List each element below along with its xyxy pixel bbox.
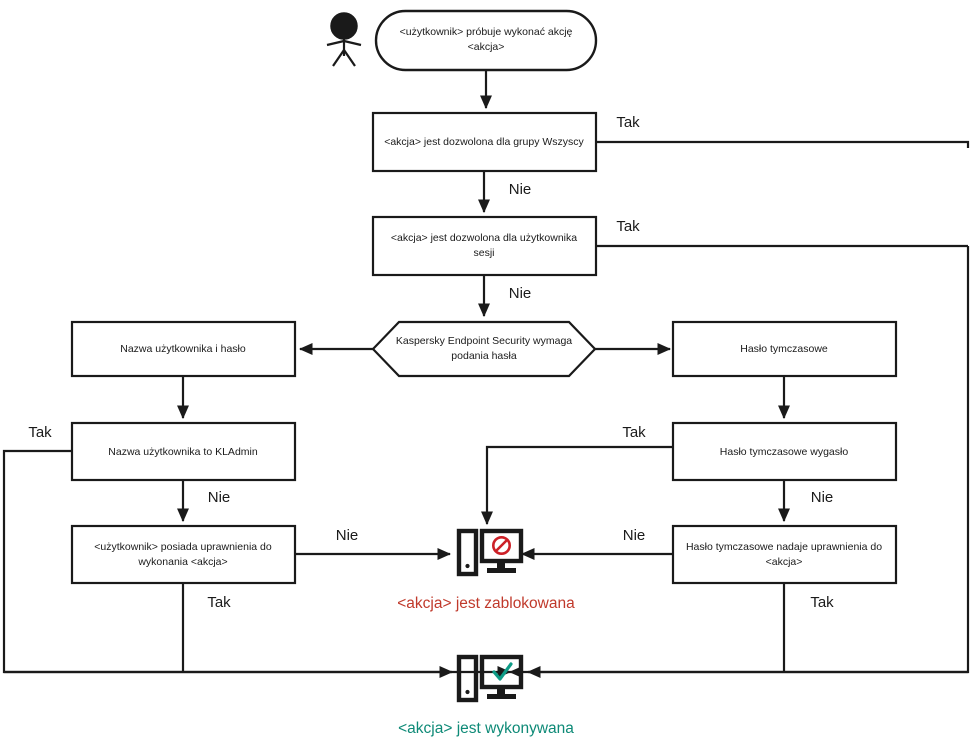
node-password-required-label-line2: podania hasła xyxy=(451,350,517,362)
edge-label-kladmin-no: Nie xyxy=(208,489,231,506)
node-username-and-password[interactable]: Nazwa użytkownika i hasło xyxy=(70,320,297,378)
edge-expired-yes xyxy=(480,445,673,526)
edge-label-session-yes: Tak xyxy=(616,218,640,235)
user-actor-icon xyxy=(326,12,362,67)
edge-label-permission-no: Nie xyxy=(336,527,359,544)
edge-group-yes xyxy=(596,140,970,148)
node-password-required-label-line1: Kaspersky Endpoint Security wymaga xyxy=(396,335,572,347)
node-username-is-kladmin-label: Nazwa użytkownika to KLAdmin xyxy=(108,446,258,458)
node-start[interactable]: <użytkownik> próbuje wykonać akcję <akcj… xyxy=(374,9,598,72)
node-allowed-for-group[interactable]: <akcja> jest dozwolona dla grupy Wszyscy xyxy=(371,111,598,173)
node-session-label-line1: <akcja> jest dozwolona dla użytkownika xyxy=(391,232,577,244)
outcome-blocked-label: <akcja> jest zablokowana xyxy=(397,595,575,612)
node-user-has-permission[interactable]: <użytkownik> posiada uprawnienia do wyko… xyxy=(70,524,297,585)
node-temporary-password-grants[interactable]: Hasło tymczasowe nadaje uprawnienia do <… xyxy=(671,524,898,585)
node-user-has-permission-label-line2: wykonania <akcja> xyxy=(137,556,227,568)
node-session-label-line2: sesji xyxy=(473,247,494,259)
edge-label-grants-yes: Tak xyxy=(810,594,834,611)
node-username-is-kladmin[interactable]: Nazwa użytkownika to KLAdmin xyxy=(70,421,297,482)
edge-label-session-no: Nie xyxy=(509,285,532,302)
computer-allowed-icon xyxy=(456,654,524,703)
node-temporary-password-expired-label: Hasło tymczasowe wygasło xyxy=(720,446,849,458)
node-user-has-permission-label-line1: <użytkownik> posiada uprawnienia do xyxy=(94,541,272,553)
outcome-allowed-label: <akcja> jest wykonywana xyxy=(398,720,574,737)
node-password-required[interactable]: Kaspersky Endpoint Security wymaga podan… xyxy=(371,320,597,378)
node-start-label-line1: <użytkownik> próbuje wykonać akcję xyxy=(400,26,573,38)
edge-label-group-yes: Tak xyxy=(616,114,640,131)
node-temporary-password[interactable]: Hasło tymczasowe xyxy=(671,320,898,378)
node-start-label-line2: <akcja> xyxy=(468,41,505,53)
node-temporary-password-grants-label-line1: Hasło tymczasowe nadaje uprawnienia do xyxy=(686,541,882,553)
node-temporary-password-expired[interactable]: Hasło tymczasowe wygasło xyxy=(671,421,898,482)
node-allowed-for-session-user[interactable]: <akcja> jest dozwolona dla użytkownika s… xyxy=(371,215,598,277)
node-temporary-password-grants-label-line2: <akcja> xyxy=(766,556,803,568)
edge-label-kladmin-yes: Tak xyxy=(28,424,52,441)
edge-label-permission-yes: Tak xyxy=(207,594,231,611)
edge-label-expired-yes: Tak xyxy=(622,424,646,441)
edge-label-group-no: Nie xyxy=(509,181,532,198)
edge-label-grants-no: Nie xyxy=(623,527,646,544)
node-allowed-for-group-label: <akcja> jest dozwolona dla grupy Wszyscy xyxy=(384,136,584,148)
computer-blocked-icon xyxy=(456,528,524,577)
node-temporary-password-label: Hasło tymczasowe xyxy=(740,343,828,355)
edge-label-expired-no: Nie xyxy=(811,489,834,506)
node-username-and-password-label: Nazwa użytkownika i hasło xyxy=(120,343,246,355)
